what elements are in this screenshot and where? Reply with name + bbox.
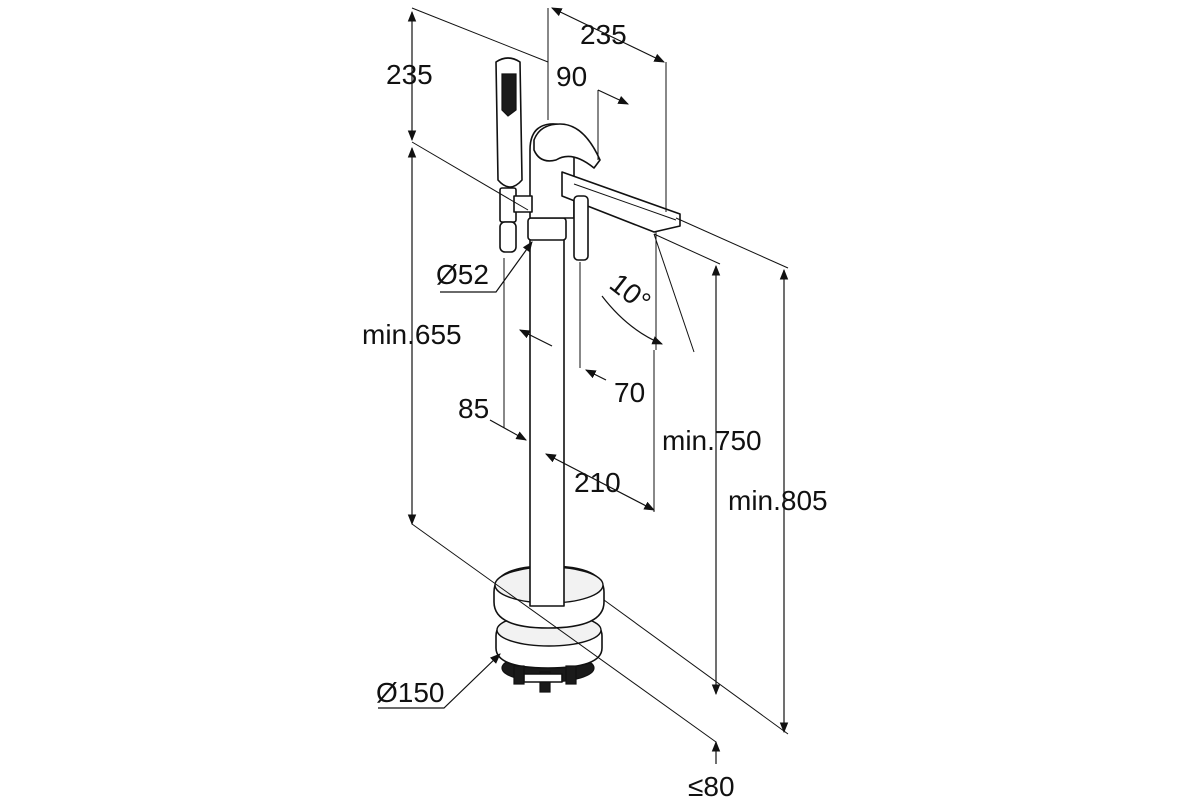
dimension-labels: 235 235 90 Ø52 10° min.655 70 85 210 min… xyxy=(362,19,828,800)
dim-spout-90: 90 xyxy=(556,61,587,92)
spout xyxy=(561,171,681,233)
dim-diameter-52: Ø52 xyxy=(436,259,489,290)
column-collar xyxy=(527,217,567,241)
dim-max-80: ≤80 xyxy=(688,771,735,800)
dim-diameter-150: Ø150 xyxy=(376,677,445,708)
dim-min-805: min.805 xyxy=(728,485,828,516)
dim-85: 85 xyxy=(458,393,489,424)
dim-210: 210 xyxy=(574,467,621,498)
dim-left-235: 235 xyxy=(386,59,433,90)
dim-70: 70 xyxy=(614,377,645,408)
lever-handle xyxy=(533,123,601,169)
hand-shower xyxy=(495,57,533,253)
faucet-assembly xyxy=(493,57,681,693)
dimension-lines xyxy=(378,7,789,764)
dim-min-750: min.750 xyxy=(662,425,762,456)
dim-min-655: min.655 xyxy=(362,319,462,350)
dim-top-235: 235 xyxy=(580,19,627,50)
inlet-connectors xyxy=(513,665,577,693)
dim-angle-10: 10° xyxy=(604,267,656,317)
shower-holder xyxy=(573,195,589,261)
column-pipe xyxy=(529,237,565,607)
